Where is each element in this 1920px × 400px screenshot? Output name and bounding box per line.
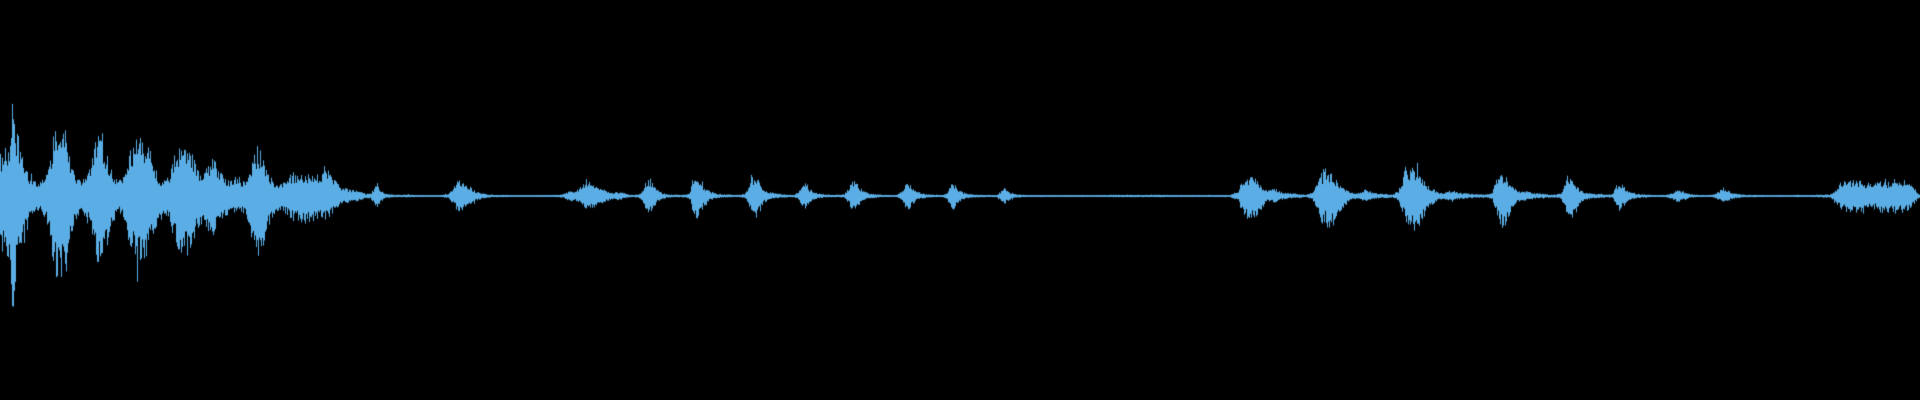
waveform-viewer[interactable]: Audio Waveform <box>0 0 1920 400</box>
audio-waveform-canvas[interactable] <box>0 0 1920 400</box>
